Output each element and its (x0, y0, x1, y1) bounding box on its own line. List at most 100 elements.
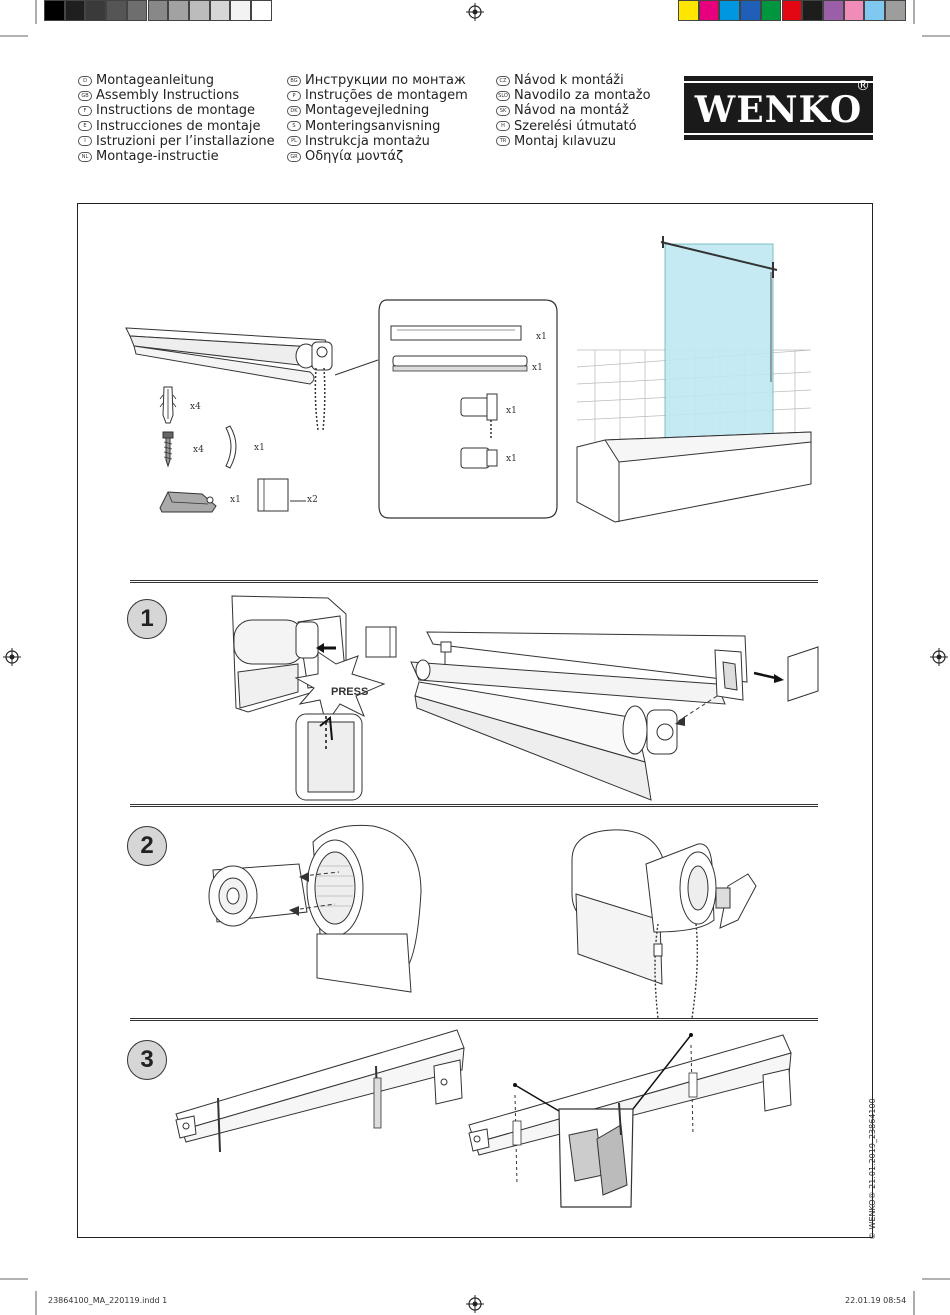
pad-quantity: x2 (307, 495, 318, 505)
adhesive-pad-icon (257, 478, 306, 512)
language-title: Montaj kılavuzu (514, 133, 616, 149)
hook-quantity: x1 (254, 443, 265, 453)
color-swatch (760, 0, 782, 21)
language-code-badge: GR (287, 151, 301, 162)
gray-swatch (85, 0, 107, 21)
color-swatch (678, 0, 699, 21)
wenko-logo: WENKO ® (684, 76, 873, 140)
registration-mark-right (930, 648, 948, 666)
clip-quantity: x1 (230, 495, 241, 505)
parts-inset-box (378, 299, 558, 519)
copyright-side-text: © WENKO® 21.01.2019_23864100 (868, 1098, 877, 1240)
inset-roller-quantity: x1 (532, 363, 543, 373)
language-entry: D Montageanleitung (78, 73, 275, 88)
step1-wall-pad (365, 626, 397, 658)
step1-bracket-closeup (231, 595, 386, 801)
anchor-quantity: x4 (190, 402, 201, 412)
inset-cap-quantity: x1 (506, 454, 517, 464)
registration-mark-top (466, 3, 484, 21)
logo-rule-top (684, 81, 873, 83)
language-code-badge: H (496, 121, 510, 132)
gray-swatch (230, 0, 251, 21)
language-code-badge: TR (496, 136, 510, 147)
language-entry: SLO Navodilo za montažo (496, 88, 651, 103)
gray-swatch (64, 0, 86, 21)
screw-quantity: x4 (193, 445, 204, 455)
language-code-badge: SK (496, 106, 510, 116)
gray-swatch (126, 0, 148, 21)
language-title: Návod na montáž (514, 103, 629, 119)
footer-timestamp: 22.01.19 08:54 (845, 1296, 907, 1305)
step1-wall-pad-right (753, 646, 819, 702)
language-code-badge: D (78, 75, 92, 86)
language-title: Montageanleitung (96, 73, 214, 88)
language-code-badge: F (78, 106, 92, 116)
step1-blind-assembly (410, 631, 748, 801)
color-swatch (843, 0, 865, 21)
gray-swatch (106, 0, 127, 21)
language-code-badge: SLO (496, 90, 510, 101)
wall-anchor-icon (159, 386, 177, 424)
step-3-badge: 3 (127, 1040, 167, 1080)
language-entry: E Instrucciones de montaje (78, 119, 275, 134)
instructions-frame (77, 203, 873, 1238)
language-code-badge: PL (287, 136, 301, 147)
language-title: Návod k montáži (514, 73, 624, 88)
language-code-badge: E (78, 121, 92, 132)
language-title: Navodilo za montažo (514, 88, 651, 104)
language-title: Instructions de montage (96, 103, 256, 119)
gray-swatch (188, 0, 210, 21)
chain-hook-icon (225, 425, 237, 469)
gray-swatch (168, 0, 189, 21)
inset-end-quantity: x1 (506, 406, 517, 416)
language-code-badge: NL (78, 151, 92, 162)
language-title: Инструкции по монтаж (305, 73, 466, 88)
language-title: Montage-instructie (96, 149, 219, 165)
language-entry: SK Návod na montáž (496, 103, 651, 118)
language-title: Instruções de montagem (305, 88, 468, 104)
step2-bracket-attach (571, 829, 757, 1019)
language-entry: BG Инструкции по монтаж (287, 73, 468, 88)
language-entry: TR Montaj kılavuzu (496, 134, 651, 149)
inset-bar-quantity: x1 (536, 332, 547, 342)
language-title: Montagevejledning (305, 103, 430, 119)
roller-blind-illustration (125, 327, 379, 431)
color-swatch (740, 0, 761, 21)
logo-rule-bottom (684, 133, 873, 135)
language-code-badge: BG (287, 75, 301, 86)
step-1-badge: 1 (127, 599, 167, 639)
color-swatch (822, 0, 844, 21)
language-code-badge: GB (78, 90, 92, 101)
footer-file-name: 23864100_MA_220119.indd 1 (48, 1296, 168, 1305)
gray-swatch (44, 0, 65, 21)
language-code-badge: DK (287, 106, 301, 116)
press-label: PRESS (331, 686, 369, 698)
gray-swatch (251, 0, 272, 21)
step-2-badge: 2 (127, 826, 167, 866)
language-entry: DK Montagevejledning (287, 103, 468, 118)
logo-registered-mark: ® (856, 78, 870, 94)
language-code-badge: I (78, 136, 92, 147)
color-swatch (698, 0, 720, 21)
color-swatch (864, 0, 885, 21)
language-title: Istruzioni per l’installazione (96, 133, 275, 149)
color-swatch (802, 0, 823, 21)
bathtub-scene-illustration (576, 236, 812, 523)
color-swatch (719, 0, 741, 21)
language-title: Instrucciones de montaje (96, 118, 261, 134)
step3-mounting-left (175, 1029, 465, 1153)
section-divider-2 (130, 804, 818, 807)
language-entry: F Instructions de montage (78, 103, 275, 118)
language-code-badge: S (287, 121, 301, 132)
language-entry: NL Montage-instructie (78, 149, 275, 164)
screw-icon (162, 431, 174, 468)
